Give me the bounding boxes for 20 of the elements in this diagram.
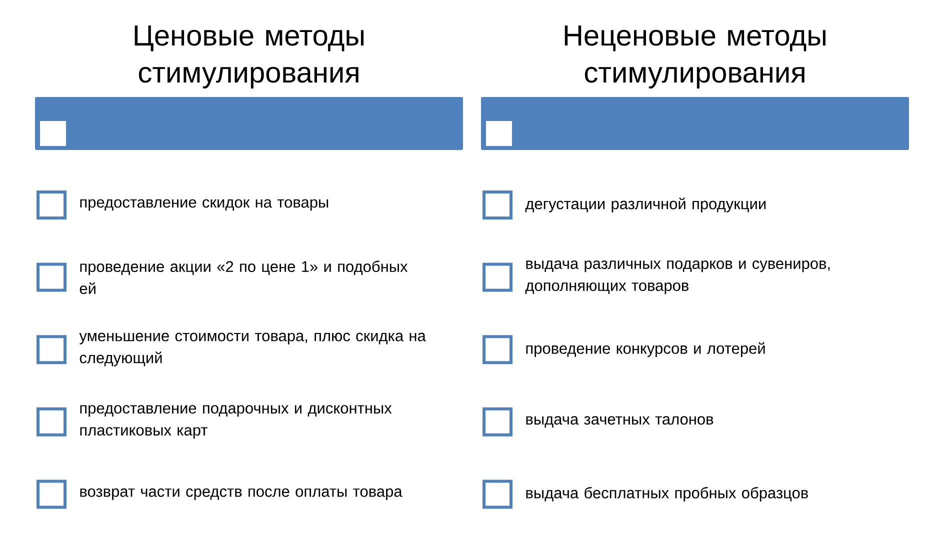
node-label: выдача зачетных талонов: [526, 416, 714, 428]
column-header: Ценовые методы стимулирования: [35, 26, 463, 150]
node-label: возврат части средств после оплаты товара: [80, 488, 402, 500]
checkbox-item: уменьшение стоимости товара, плюс скидка на следующий: [36, 332, 426, 366]
checkbox-item: выдача бесплатных пробных образцов: [482, 480, 808, 509]
column-header: Неценовые методы стимулирования: [481, 26, 909, 150]
node-label: выдача бесплатных пробных образцов: [526, 486, 808, 502]
checkbox-item: предоставление подарочных и дисконтных пластиковых карт: [36, 405, 392, 439]
checkbox-item: выдача различных подарков и сувениров, дополняющих товаров: [482, 260, 830, 294]
node-label: проведение конкурсов и лотерей: [526, 342, 765, 357]
checkbox-item: проведение акции «2 по цене 1» и подобных ей: [36, 260, 408, 294]
node-label: Неценовые методы стимулирования: [564, 25, 826, 88]
checkbox-item: предоставление скидок на товары: [36, 190, 328, 220]
checkbox-item: проведение конкурсов и лотерей: [482, 335, 765, 364]
checkbox-item: выдача зачетных талонов: [482, 407, 714, 436]
checkbox-item: возврат части средств после оплаты товара: [36, 480, 402, 509]
checkbox-item: дегустации различной продукции: [482, 190, 766, 220]
node-label: дегустации различной продукции: [525, 198, 766, 212]
node-label: предоставление скидок на товары: [80, 199, 328, 211]
node-label: Ценовые методы стимулирования: [134, 25, 364, 88]
